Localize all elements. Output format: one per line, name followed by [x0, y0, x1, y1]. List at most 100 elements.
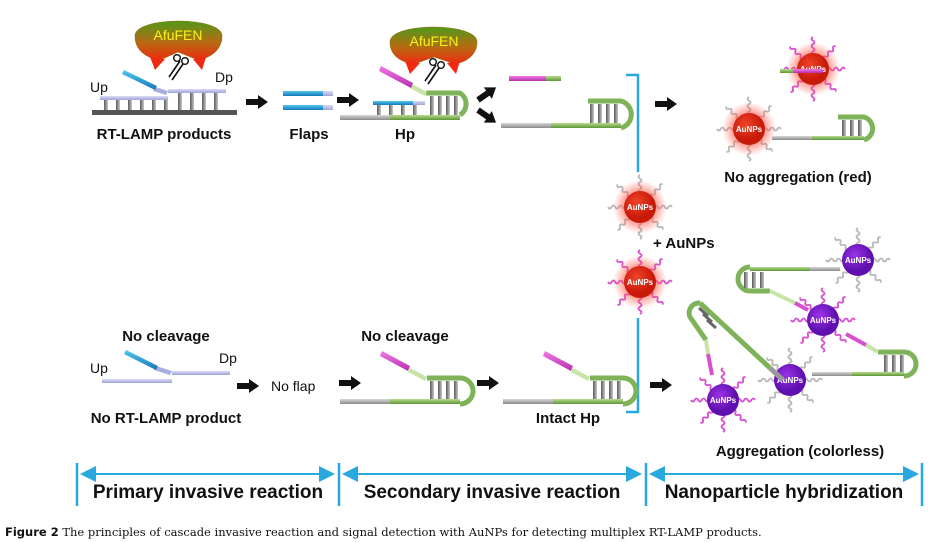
arrow-to-hp-icon [337, 93, 359, 107]
ligand-strand [787, 347, 793, 367]
enzyme-name-label: AfuFEN [153, 27, 202, 43]
no-rt-lamp-product-label: No RT-LAMP product [91, 410, 242, 427]
ligand-strand [834, 237, 849, 252]
ligand-strand [871, 257, 891, 263]
aunp-purple-magenta-2: AuNPs [690, 367, 756, 433]
ligand-strand [787, 393, 793, 413]
aunp-purple-grey-2: AuNPs [757, 347, 823, 413]
ligand-strand [799, 297, 814, 312]
ligand-strand [700, 409, 715, 424]
ligand-strand [766, 357, 781, 372]
ligand-strand [825, 257, 845, 263]
stage-bar [75, 463, 924, 506]
ligand-strand [767, 389, 782, 404]
ligand-strand [699, 377, 714, 392]
gold-nanoparticle-sphere [707, 384, 739, 416]
arrow-to-intact-hp-2-icon [477, 376, 499, 390]
arrow-down-right-icon [473, 104, 501, 129]
aunp-label: AuNPs [810, 316, 837, 325]
ligand-strand [800, 329, 815, 344]
flap-bound-to-magenta-aunp [780, 69, 823, 73]
ligand-strand [855, 227, 861, 247]
ligand-strand [831, 296, 846, 311]
aunp-red-grey-middle: AuNPs [607, 174, 673, 240]
gold-nanoparticle-sphere [624, 266, 656, 298]
intact-hp-label: Intact Hp [536, 410, 600, 427]
dp-probe-label: Dp [215, 69, 233, 85]
arrow-to-no-aggregation-icon [655, 97, 677, 111]
no-flap-label: No flap [271, 378, 316, 394]
up-probe-label: Up [90, 79, 108, 95]
stage-secondary-label: Secondary invasive reaction [364, 482, 621, 503]
aggregate-hairpin-left [686, 300, 785, 382]
ligand-strand [790, 317, 810, 323]
arrow-to-flaps-icon [246, 95, 268, 109]
caption-text: The principles of cascade invasive react… [58, 525, 762, 539]
ligand-strand [732, 408, 747, 423]
ligand-strand [832, 328, 847, 343]
hairpin-bound-to-grey-aunp [772, 114, 875, 143]
intact-hairpin [503, 351, 639, 407]
aunp-label: AuNPs [736, 125, 763, 134]
ligand-strand [731, 376, 746, 391]
probes-without-target [102, 350, 230, 383]
aunp-red-grey-top: AuNPs [716, 96, 782, 162]
afufen-enzyme-2: AfuFEN [389, 26, 478, 74]
arrow-to-intact-hp-1-icon [339, 376, 361, 390]
hairpin-probe-with-flap [340, 66, 469, 120]
ligand-strand [820, 287, 826, 307]
ligand-strand [799, 388, 814, 403]
stage-nanoparticle-label: Nanoparticle hybridization [665, 482, 904, 503]
gold-nanoparticle-sphere [733, 113, 765, 145]
ligand-strand [835, 269, 850, 284]
flaps-label: Flaps [289, 126, 328, 143]
aunp-red-magenta-middle: AuNPs [607, 249, 673, 315]
ligand-strand [720, 413, 726, 433]
no-cleavage-label-2: No cleavage [361, 328, 449, 345]
hp-label: Hp [395, 126, 415, 143]
ligand-strand [803, 377, 823, 383]
rt-lamp-products-label: RT-LAMP products [97, 126, 232, 143]
aggregate-hairpin-right [812, 332, 919, 379]
dp-probe-label-2: Dp [219, 350, 237, 366]
ligand-strand [798, 356, 813, 371]
gold-nanoparticle-sphere [807, 304, 839, 336]
aunp-label: AuNPs [777, 376, 804, 385]
ligand-strand [867, 268, 882, 283]
uncleaved-hairpin-1 [340, 351, 476, 407]
aunp-label: AuNPs [710, 396, 737, 405]
arrow-to-aggregation-icon [650, 378, 672, 392]
cascade-invasive-reaction-diagram: AfuFEN Up Dp RT-LAMP products Flaps AfuF… [75, 20, 924, 506]
aggregate-hairpin-top [735, 264, 840, 312]
ligand-strand [836, 317, 856, 323]
ligand-strand [720, 367, 726, 387]
aunp-label: AuNPs [627, 203, 654, 212]
aunp-purple-magenta-1: AuNPs [790, 287, 856, 353]
afufen-enzyme-1: AfuFEN [134, 20, 223, 70]
aunp-label: AuNPs [845, 256, 872, 265]
ligand-strand [736, 397, 756, 403]
figure-number: Figure 2 [5, 525, 59, 539]
enzyme-name-label-2: AfuFEN [409, 33, 458, 49]
rt-lamp-product-structure [92, 70, 237, 115]
stage-primary-label: Primary invasive reaction [93, 482, 323, 503]
aggregation-label: Aggregation (colorless) [716, 443, 884, 460]
scissors-icon [168, 53, 190, 81]
no-cleavage-label-1: No cleavage [122, 328, 210, 345]
gold-nanoparticle-sphere [774, 364, 806, 396]
combination-bracket [626, 73, 640, 414]
ligand-strand [820, 333, 826, 353]
cleaved-flap-fragment [509, 76, 561, 81]
arrow-to-no-flap-icon [237, 379, 259, 393]
figure-caption: Figure 2 The principles of cascade invas… [5, 525, 762, 539]
add-aunps-label: + AuNPs [653, 235, 715, 252]
flaps-strands [283, 91, 333, 110]
gold-nanoparticle-sphere [624, 191, 656, 223]
ligand-strand [757, 377, 777, 383]
gold-nanoparticle-sphere [842, 244, 874, 276]
ligand-strand [690, 397, 710, 403]
aunp-label: AuNPs [627, 278, 654, 287]
up-probe-label-2: Up [90, 360, 108, 376]
no-aggregation-label: No aggregation (red) [724, 169, 872, 186]
aunp-purple-grey-1: AuNPs [825, 227, 891, 293]
